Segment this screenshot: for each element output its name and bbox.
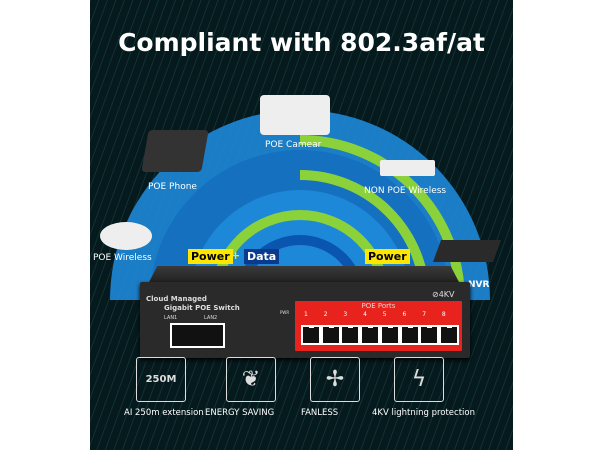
poe-port — [301, 325, 321, 345]
lan2-label: LAN2 — [204, 315, 218, 321]
icon-text: 250M — [145, 374, 177, 385]
nvr-label: NVR — [468, 280, 490, 290]
poe-port — [419, 325, 440, 345]
access-point-image — [100, 222, 152, 250]
nvr-image — [432, 240, 502, 262]
poe-port — [320, 325, 341, 345]
headline: Compliant with 802.3af/at — [118, 28, 485, 57]
data-tag: Data — [244, 249, 280, 264]
lan-ports — [170, 323, 225, 348]
surge-label: 4KV — [438, 290, 455, 299]
phone-label: POE Phone — [148, 182, 197, 192]
fan-off-icon: ✢ — [310, 357, 360, 402]
port-number: 2 — [323, 311, 328, 318]
poe-port — [379, 325, 400, 345]
camera-label: POE Camear — [265, 140, 322, 150]
feature-label: AI 250m extension — [124, 408, 204, 418]
lan1-label: LAN1 — [164, 315, 178, 321]
phone-image — [141, 130, 209, 172]
port-number: 6 — [402, 311, 407, 318]
poe-port — [340, 325, 361, 345]
port-number: 7 — [422, 311, 427, 318]
pwr-label: PWR — [280, 310, 290, 315]
plus-sign: + — [231, 249, 241, 262]
leaf-icon: ❦ — [226, 357, 276, 402]
router-image — [380, 160, 435, 176]
poe-ports-panel: POE Ports 1 2 3 4 5 6 7 8 — [295, 301, 462, 351]
ai-250m-icon: 250M — [136, 357, 186, 402]
poe-switch: Cloud Managed Gigabit POE Switch LAN1 LA… — [140, 282, 470, 358]
feature-label: 4KV lightning protection — [372, 408, 475, 418]
power-tag-right: Power — [365, 249, 410, 264]
feature-label: ENERGY SAVING — [205, 408, 275, 418]
poe-ports-label: POE Ports — [361, 302, 396, 310]
port-number: 8 — [441, 311, 446, 318]
lightning-icon: ϟ — [394, 357, 444, 402]
poe-port — [360, 325, 381, 345]
switch-line2: Gigabit POE Switch — [164, 304, 240, 312]
port-number: 3 — [343, 311, 348, 318]
switch-top — [148, 266, 460, 284]
poe-port — [438, 325, 459, 345]
product-banner: Compliant with 802.3af/at POE Camear POE… — [90, 0, 513, 450]
non-poe-wireless-label: NON POE Wireless — [364, 186, 447, 196]
poe-wireless-label: POE Wireless — [93, 253, 152, 263]
camera-image — [260, 95, 330, 135]
poe-port — [399, 325, 420, 345]
switch-line1: Cloud Managed — [146, 295, 207, 303]
surge-rating: ⊘4KV — [432, 290, 455, 299]
feature-label: FANLESS — [301, 408, 339, 418]
power-tag: Power — [188, 249, 233, 264]
port-number: 4 — [363, 311, 367, 318]
port-number: 1 — [304, 311, 308, 318]
port-number: 5 — [382, 311, 387, 318]
